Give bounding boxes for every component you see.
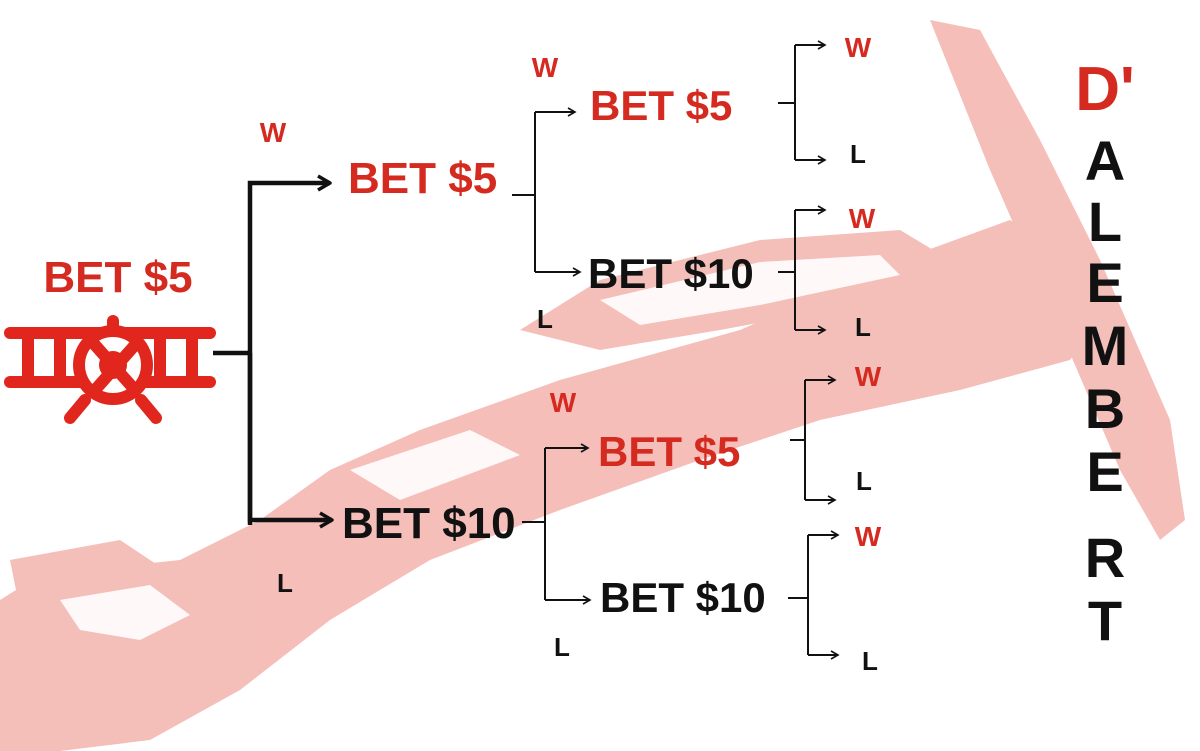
title-letter: L xyxy=(1088,190,1122,253)
propeller-hub xyxy=(99,351,127,379)
root-bet-label: BET $5 xyxy=(43,253,192,302)
title-letter: M xyxy=(1082,314,1129,377)
level2-bet-label: BET $5 xyxy=(598,428,740,475)
level2-bet-label: BET $5 xyxy=(590,82,732,129)
leaf-loss-label: L xyxy=(850,139,866,169)
leaf-win-label: W xyxy=(855,521,882,552)
title-letter: B xyxy=(1085,377,1125,440)
leaf-loss-label: L xyxy=(856,466,872,496)
title-letter: T xyxy=(1088,589,1122,652)
level1-connectors xyxy=(213,174,334,529)
leaf-win-label: W xyxy=(845,32,872,63)
leaf-win-label: W xyxy=(849,203,876,234)
watermark-cutouts xyxy=(60,255,900,640)
level2-bet-label: BET $10 xyxy=(600,574,766,621)
level2-edge-label: L xyxy=(554,632,570,662)
level1-win-bet-label: BET $5 xyxy=(348,154,497,203)
title-prefix: D' xyxy=(1075,55,1135,124)
level1-win-edge-label: W xyxy=(260,117,287,148)
title-letters: A L E M B E R T xyxy=(1082,129,1129,652)
level2-bet-label: BET $10 xyxy=(588,250,754,297)
level1-loss-bet-label: BET $10 xyxy=(342,499,516,548)
level1-loss-edge-label: L xyxy=(277,568,293,598)
biplane-icon xyxy=(4,315,216,424)
title-letter: A xyxy=(1085,129,1125,192)
leaf-win-label: W xyxy=(855,361,882,392)
level3-connectors xyxy=(778,40,840,660)
leaf-loss-label: L xyxy=(862,646,878,676)
level2-edge-label: W xyxy=(532,52,559,83)
leaf-loss-label: L xyxy=(855,312,871,342)
level2-edge-label: W xyxy=(550,387,577,418)
level2-connectors xyxy=(512,107,592,605)
level2-edge-label: L xyxy=(537,304,553,334)
title-letter: E xyxy=(1086,440,1123,503)
title-letter: R xyxy=(1085,526,1125,589)
title-letter: E xyxy=(1086,251,1123,314)
